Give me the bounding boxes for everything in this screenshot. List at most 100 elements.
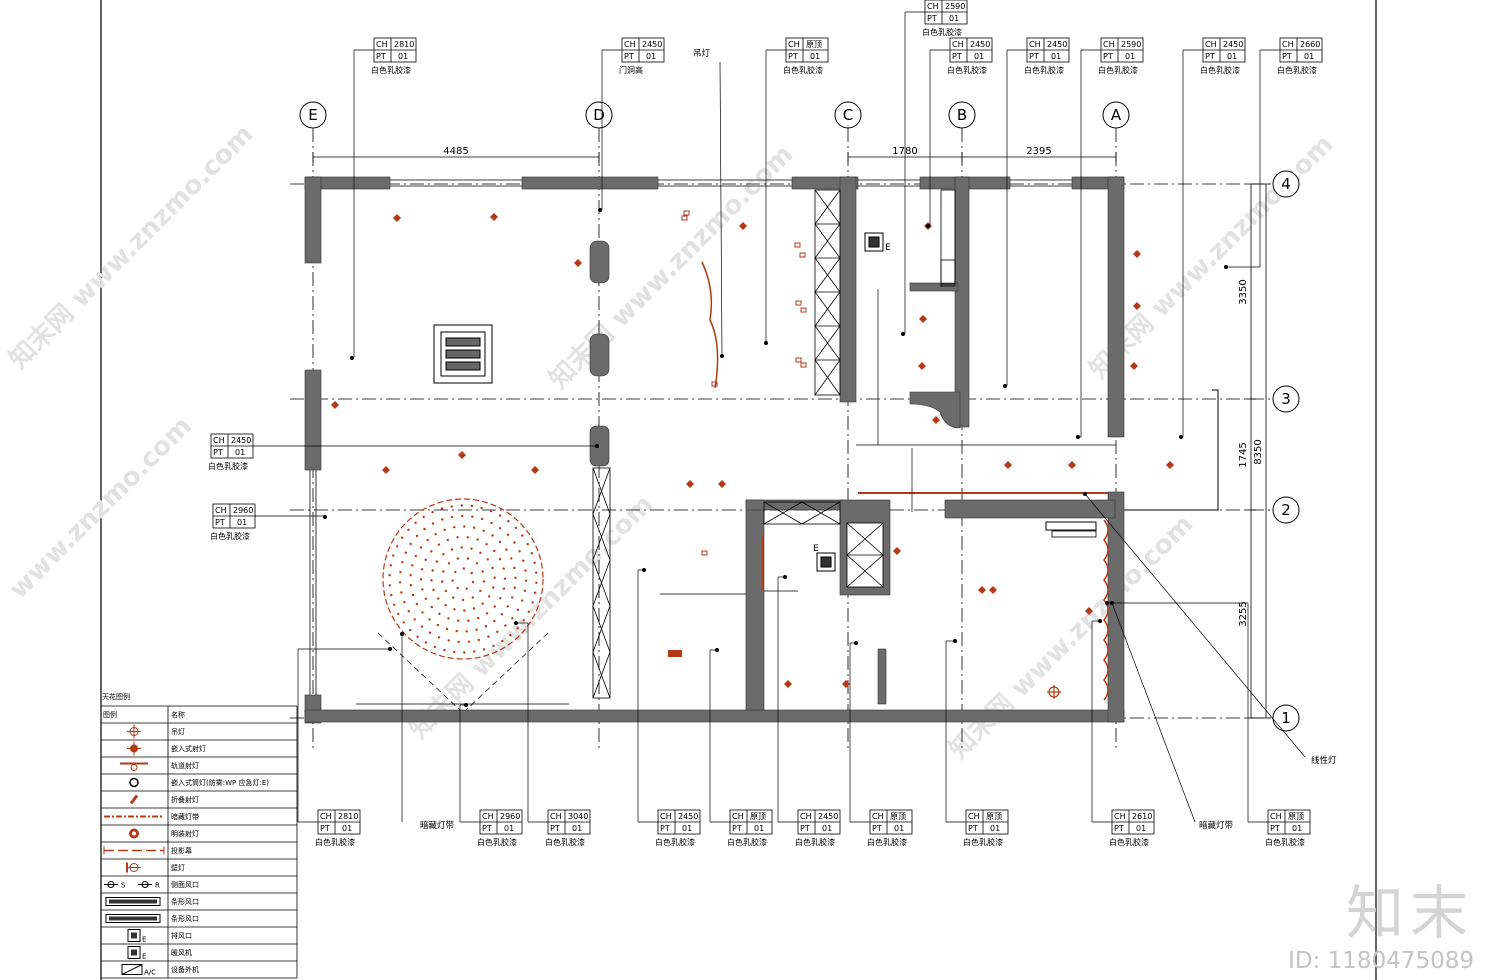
spotlight-icon [531, 466, 539, 474]
track-spotlight-icon [681, 215, 688, 221]
track-spotlight-icon [794, 242, 801, 248]
tag-pt-key: PT [376, 52, 386, 61]
chandelier-light-dot [441, 580, 444, 583]
heater-icon: E [127, 946, 146, 961]
chandelier-light-dot [521, 534, 524, 537]
legend-item-name: 明装射灯 [171, 829, 199, 838]
spotlight-icon [1004, 461, 1012, 469]
pipe-line [1124, 389, 1219, 511]
chandelier-light-dot [509, 634, 512, 637]
chandelier-light-dot [414, 554, 417, 558]
chandelier-light-dot [524, 579, 528, 582]
axis-bubble-E: E [299, 101, 327, 129]
tag-label: 白色乳胶漆 [947, 65, 987, 75]
chandelier-light-dot [466, 557, 470, 560]
chandelier-light-dot [435, 560, 438, 563]
svg-text:C: C [843, 106, 853, 124]
tag-label: 白色乳胶漆 [1265, 837, 1305, 847]
tag-pt-key: PT [927, 14, 937, 23]
chandelier-dots [388, 504, 538, 654]
note-leader [400, 632, 404, 822]
spotlight-icon [919, 315, 927, 323]
tag-ch-key: CH [1205, 40, 1217, 49]
cabinets [592, 189, 956, 699]
chandelier-light-dot [440, 507, 444, 510]
tag-ch-key: CH [1114, 812, 1126, 821]
tag-pt-value: 01 [1125, 52, 1135, 61]
tag-pt-value: 01 [949, 14, 959, 23]
round-chandelier [382, 498, 544, 660]
chandelier-light-dot [453, 608, 456, 611]
track-spotlight-icon [800, 307, 807, 313]
chandelier-light-dot [491, 566, 494, 570]
chandelier-light-dot [451, 579, 454, 582]
chandelier-light-dot [510, 557, 513, 560]
chandelier-light-dot [444, 589, 447, 593]
svg-text:E: E [142, 953, 146, 961]
tag-label: 门洞高 [619, 65, 643, 75]
svg-text:知末网 www.znzmo.com: 知末网 www.znzmo.com [944, 509, 1199, 764]
chandelier-light-dot [485, 612, 489, 615]
chandelier-light-dot [477, 616, 480, 620]
chandelier-light-dot [452, 596, 455, 599]
tag-ch-key: CH [927, 2, 939, 11]
spotlight-icon [331, 401, 339, 409]
tag-ch-value: 原顶 [986, 812, 1002, 821]
tag-ch-value: 2610 [1132, 812, 1152, 821]
drawing-frame [100, 0, 1377, 980]
tag-label: 白色乳胶漆 [1200, 65, 1240, 75]
legend-item-name: 条形风口 [171, 914, 199, 923]
tag-ch-key: CH [788, 40, 800, 49]
chandelier-light-dot [450, 515, 454, 519]
chandelier-light-dot [516, 627, 519, 630]
track-spotlight-icon [795, 357, 802, 363]
tag-ch-key: CH [1282, 40, 1294, 49]
chandelier-light-dot [430, 579, 433, 582]
track-spotlight-icon [711, 381, 718, 387]
chandelier-light-dot [463, 651, 466, 654]
heater-icon [1051, 530, 1097, 538]
pendant-lamp-icon [127, 724, 141, 739]
chandelier-light-dot [463, 609, 466, 612]
leader [637, 568, 700, 823]
chandelier-light-dot [503, 577, 507, 580]
tag-label: 白色乳胶漆 [477, 837, 517, 847]
chandelier-light-dot [404, 551, 407, 554]
tag-pt-key: PT [952, 52, 962, 61]
chandelier-light-dot [411, 593, 415, 597]
tag-ch-key: CH [1270, 812, 1282, 821]
svg-text:1: 1 [1281, 709, 1291, 727]
spotlight-icon [932, 416, 940, 424]
tag-pt-value: 01 [1136, 824, 1146, 833]
axis-bubble-2: 2 [1272, 496, 1300, 524]
ac-unit-icon: A/C [121, 964, 156, 977]
spotlight-icon [842, 680, 850, 688]
chandelier-light-dot [473, 650, 476, 653]
axis-bubble-C: C [834, 101, 862, 129]
chandelier-light-dot [433, 645, 437, 649]
svg-text:E: E [813, 544, 819, 554]
chandelier-light-dot [514, 576, 517, 579]
wall-lamp-icon [1047, 685, 1061, 699]
svg-text:3: 3 [1281, 390, 1291, 408]
chandelier-light-dot [476, 538, 479, 541]
tag-ch-value: 2810 [338, 812, 358, 821]
chandelier-light-dot [467, 640, 471, 643]
spotlight-icon [1068, 461, 1076, 469]
chandelier-light-dot [470, 504, 473, 508]
legend-item-name: 吊灯 [171, 727, 185, 736]
tag-ch-value: 2450 [1047, 40, 1067, 49]
tag-label: 白色乳胶漆 [655, 837, 695, 847]
chandelier-light-dot [507, 520, 510, 523]
chandelier-light-dot [401, 561, 404, 564]
dim-top-2: 2395 [1026, 146, 1051, 157]
chandelier-light-dot [473, 526, 476, 529]
chandelier-light-dot [506, 605, 509, 608]
tag-ch-value: 原顶 [750, 812, 766, 821]
